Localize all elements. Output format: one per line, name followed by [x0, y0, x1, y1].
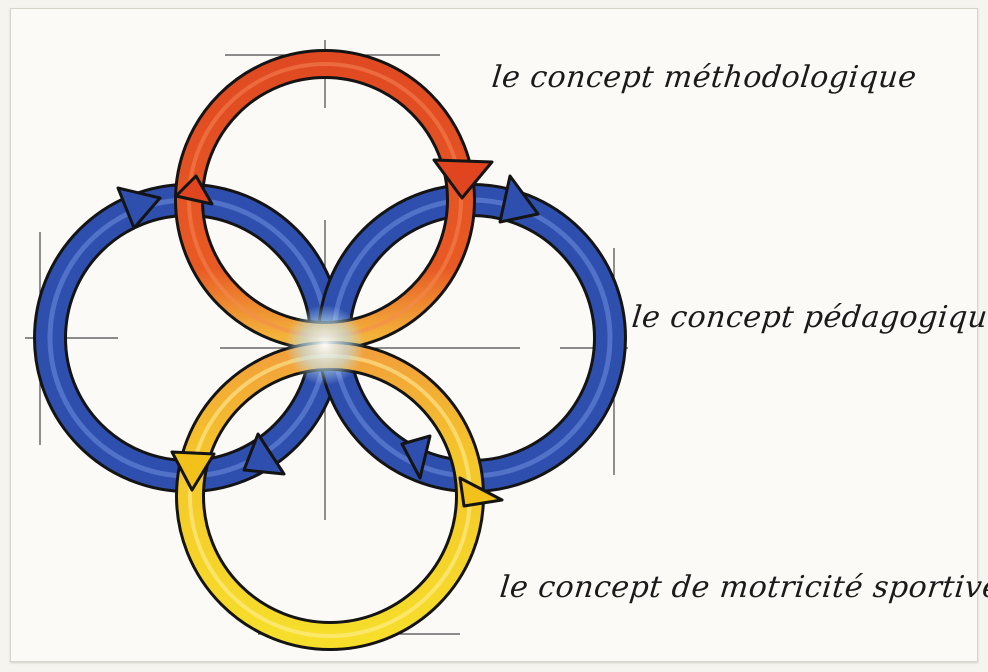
center-glow — [285, 305, 365, 385]
label-concept-motricite-sportive: le concept de motricité sportive — [498, 570, 988, 605]
label-concept-pedagogique: le concept pédagogique — [630, 300, 988, 335]
label-concept-methodologique: le concept méthodologique — [490, 60, 918, 95]
